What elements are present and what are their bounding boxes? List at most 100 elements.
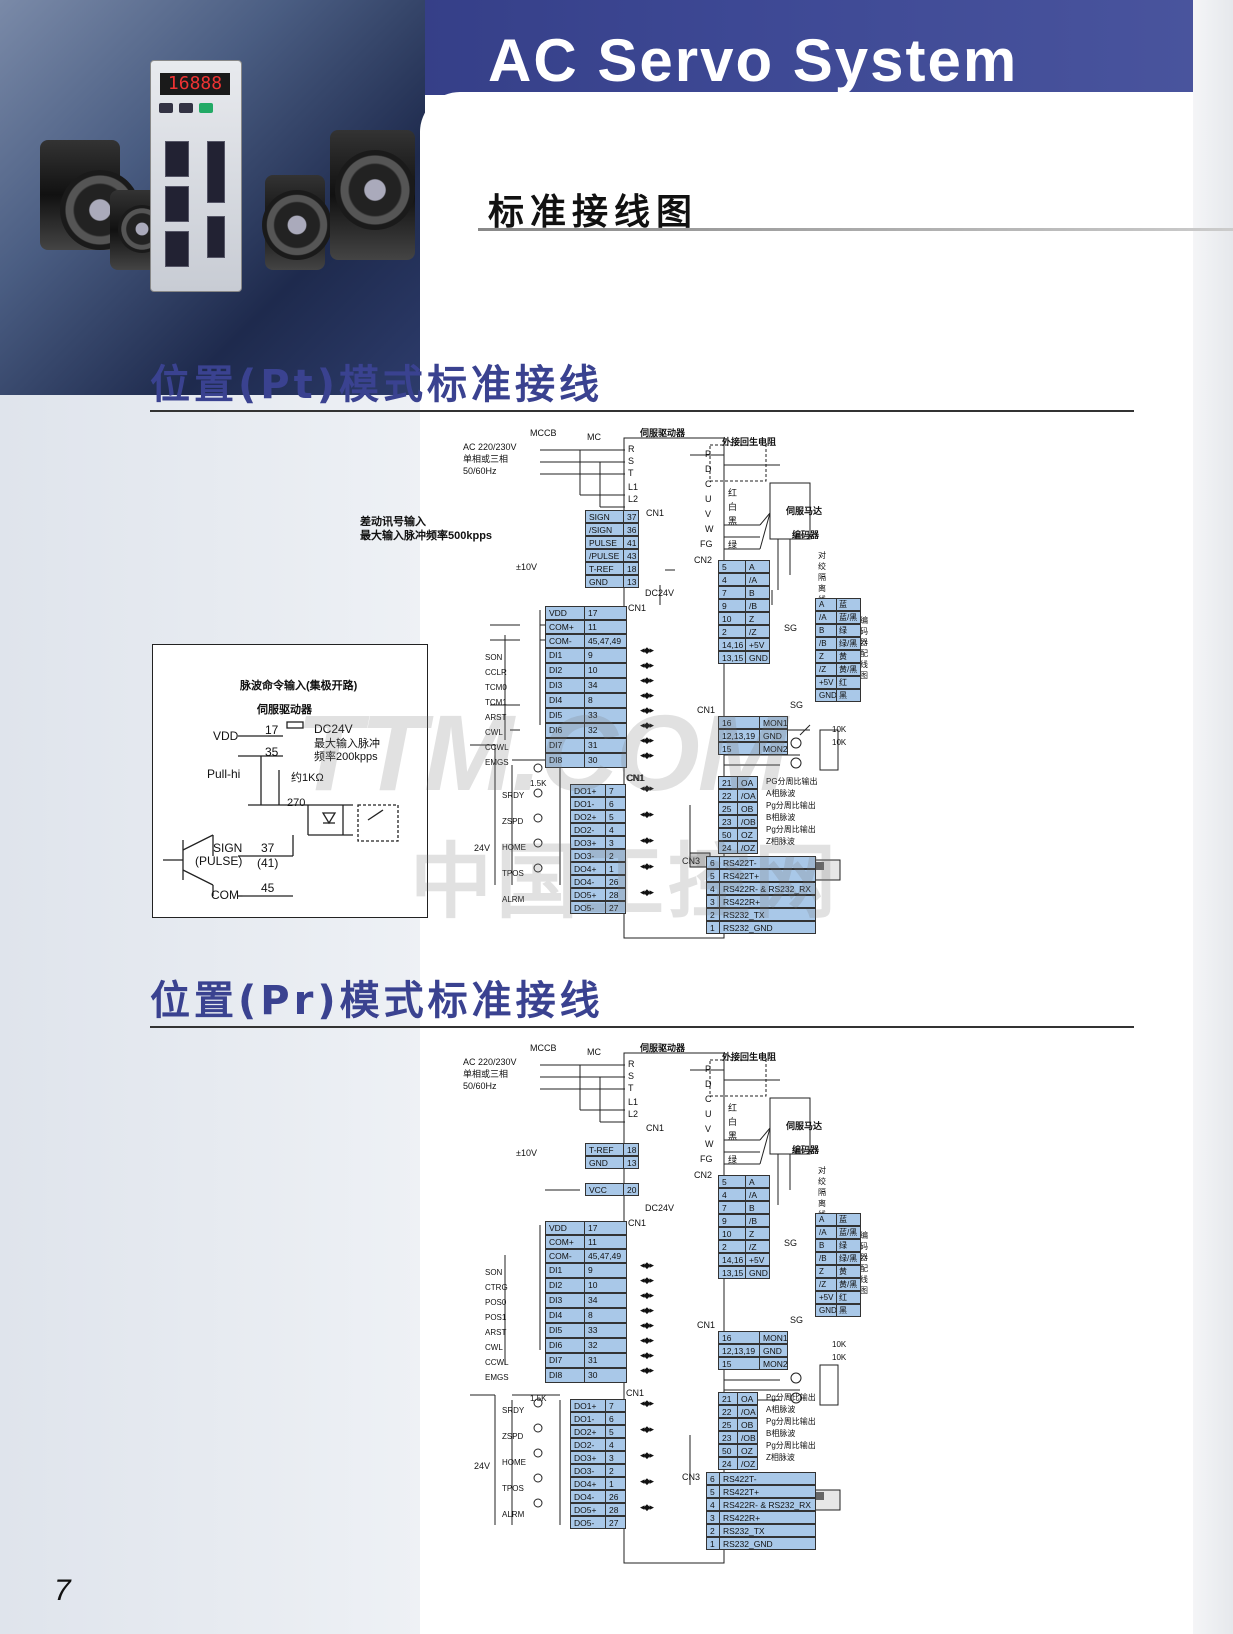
pin-row: 9/B [718,1214,770,1227]
do-signal-name: ZSPD [502,1432,524,1441]
optocoupler-icon: ◂◆▸ [640,751,654,761]
inset-r270: 270 [287,797,306,809]
term-p: P [705,449,712,459]
optocoupler-icon: ◂◆▸ [640,1321,654,1331]
output-label: Pg分周比输出 [766,1393,816,1402]
optocoupler-icon: ◂◆▸ [640,736,654,746]
inset-pin45: 45 [261,881,275,895]
do-signal-name: ALRM [502,895,525,904]
inset-wiring [163,721,399,897]
di-signal-name: CCWL [485,1358,509,1367]
motor-icon [335,150,415,230]
pin-row: DO2-4 [570,1438,626,1451]
do-signal-name: HOME [502,843,526,852]
term-l2: L2 [628,494,639,504]
sg-label: SG [790,700,804,710]
section-rule [150,1026,1134,1028]
pin-row: 23/OB [718,815,758,828]
power-phase-label: 单相或三相 [463,454,509,464]
wire-green: 绿 [728,540,738,550]
drive-display: 16888 [160,73,230,95]
pin-row: DO1-6 [570,1412,626,1425]
pin-row: COM-45,47,49 [545,1249,627,1263]
do-signal-name: ALRM [502,1510,525,1519]
sg-label: SG [784,1238,798,1248]
term-r: R [628,1059,635,1069]
cn2-label: CN2 [694,555,713,565]
dc24-label: DC24V [645,1203,675,1213]
pin-row: DO5+28 [570,888,626,901]
do-signal-name: SRDY [502,791,525,800]
wire-white: 白 [728,502,738,512]
optocoupler-icon: ◂◆▸ [640,888,654,898]
output-label: A相脉波 [766,789,796,798]
cn2-label: CN2 [694,1170,713,1180]
optocoupler-icon: ◂◆▸ [640,836,654,846]
inset-com: COM- [211,888,243,902]
pin-row: 9/B [718,599,770,612]
output-label: A相脉波 [766,1405,796,1414]
optocoupler-icon: ◂◆▸ [640,1503,654,1513]
power-freq-label: 50/60Hz [463,466,497,476]
pin-row: DO4+1 [570,862,626,875]
power-phase-label: 单相或三相 [463,1069,509,1079]
inset-sign: SIGN [213,841,243,855]
output-label: B相脉波 [766,1429,796,1438]
encoder-label: 编码器 [792,530,820,540]
term-w: W [705,1139,714,1149]
output-label: Pg分周比输出 [766,1417,816,1426]
cn3-label: CN3 [682,856,701,866]
output-label: Pg分周比输出 [766,825,816,834]
res-10k: 10K [832,738,847,747]
motor-label: 伺服马达 [786,506,823,516]
encoder-label: 编码器 [792,1145,820,1155]
watermark-text: TTM.COM [296,692,788,813]
cn1-label: CN1 [697,705,716,715]
optocoupler-icon: ◂◆▸ [640,1336,654,1346]
twisted-label: 对绞隔离线 [818,1166,826,1219]
inset-pin41: (41) [257,856,279,870]
header-title: AC Servo System [488,27,1019,94]
cn1-label: CN1 [628,603,647,613]
output-label: Z相脉波 [766,837,795,846]
wiring-diagram-pt [460,425,880,940]
term-p: P [705,1064,712,1074]
inset-pulse-input: 脉波命令输入(集极开路) 伺服驱动器 VDD 17 DC24V 最大输入脉冲 频… [152,644,428,918]
term-d: D [705,1079,712,1089]
di-signal-name: CWL [485,728,503,737]
di-signal-name: POS1 [485,1313,507,1322]
pm10-label: ±10V [516,1148,537,1158]
mccb-label: MCCB [530,1043,557,1053]
mccb-label: MCCB [530,428,557,438]
optocoupler-icon: ◂◆▸ [640,784,654,794]
output-label: Z相脉波 [766,1453,795,1462]
